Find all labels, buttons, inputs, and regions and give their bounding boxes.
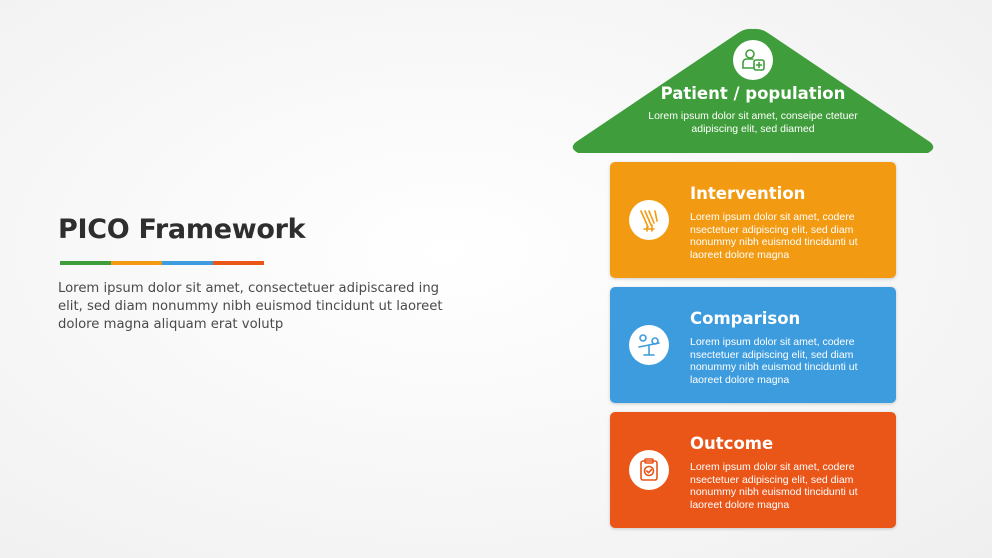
outcome-text: Lorem ipsum dolor sit amet, codere nsect…: [690, 461, 858, 511]
intervention-card: Intervention Lorem ipsum dolor sit amet,…: [610, 162, 896, 278]
intervention-title: Intervention: [690, 184, 806, 203]
balance-scale-icon: [629, 325, 669, 365]
patient-roof-shape: [572, 28, 934, 153]
outcome-title: Outcome: [690, 434, 774, 453]
patient-plus-icon: [733, 40, 773, 80]
patient-title: Patient / population: [660, 84, 846, 103]
title-underline: [60, 261, 264, 265]
comparison-card: Comparison Lorem ipsum dolor sit amet, c…: [610, 287, 896, 403]
intervention-tools-icon: [629, 200, 669, 240]
clipboard-check-icon: [629, 450, 669, 490]
comparison-text: Lorem ipsum dolor sit amet, codere nsect…: [690, 336, 858, 386]
comparison-title: Comparison: [690, 309, 801, 328]
intervention-text: Lorem ipsum dolor sit amet, codere nsect…: [690, 211, 858, 261]
page-description: Lorem ipsum dolor sit amet, consectetuer…: [58, 281, 443, 332]
outcome-card: Outcome Lorem ipsum dolor sit amet, code…: [610, 412, 896, 528]
patient-text: Lorem ipsum dolor sit amet, conseipe cte…: [648, 110, 858, 135]
page-title: PICO Framework: [58, 214, 306, 245]
